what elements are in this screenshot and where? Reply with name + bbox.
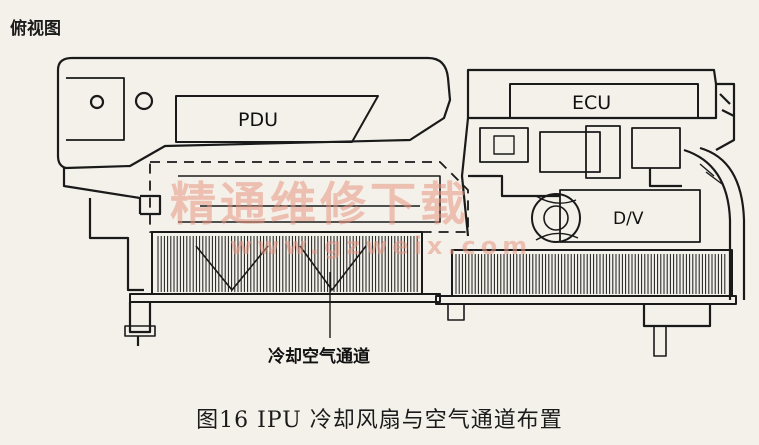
cooling-channel-label: 冷却空气通道 <box>268 346 370 367</box>
figure-caption: 图16 IPU 冷却风扇与空气通道布置 <box>196 408 563 433</box>
right-fins <box>455 254 726 294</box>
ecu-housing <box>466 68 718 120</box>
airflow-v-2 <box>299 245 367 291</box>
fan-hub <box>531 193 581 243</box>
dv-housing <box>559 189 701 243</box>
coolant-hose <box>699 146 746 300</box>
ipu-diagram: PDU ECU D/V 冷却空气通道 <box>56 56 746 367</box>
mount-hole-2 <box>134 91 154 111</box>
dv-label: D/V <box>613 209 644 229</box>
airflow-v-1 <box>195 245 269 291</box>
ecu-label: ECU <box>572 92 611 114</box>
pdu-label: PDU <box>238 109 278 131</box>
ecu-label-frame <box>509 83 699 119</box>
channel-outline <box>149 161 469 233</box>
view-label: 俯视图 <box>10 19 61 39</box>
mount-hole-1 <box>89 94 105 110</box>
pdu-housing <box>56 56 452 170</box>
pdu-label-frame <box>175 95 379 143</box>
left-fins <box>157 236 418 292</box>
